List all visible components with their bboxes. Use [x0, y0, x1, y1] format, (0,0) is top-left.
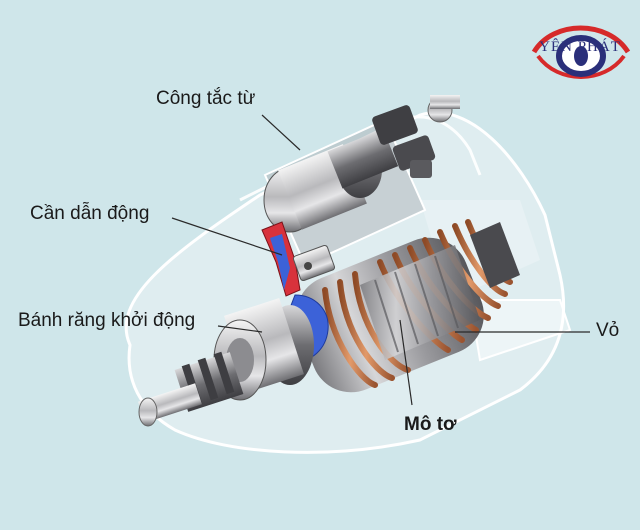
leader-pinion [217, 325, 263, 333]
eye-logo-icon [531, 25, 631, 79]
label-drive-lever: Cần dẫn động [30, 203, 150, 224]
solenoid-switch [263, 95, 460, 267]
label-housing: Vỏ [596, 320, 620, 341]
pinion-and-clutch [138, 297, 314, 427]
leader-motor [399, 319, 413, 406]
motor-armature [296, 219, 520, 393]
leader-lines [171, 114, 590, 406]
label-pinion-gear: Bánh răng khởi động [18, 310, 196, 331]
leader-drive-lever [171, 217, 283, 256]
brand-logo: YÊN PHÁT [528, 12, 632, 88]
leader-solenoid [261, 114, 301, 151]
label-solenoid-switch: Công tắc từ [156, 88, 256, 109]
brand-name: YÊN PHÁT [539, 39, 621, 55]
label-motor: Mô tơ [404, 414, 457, 435]
